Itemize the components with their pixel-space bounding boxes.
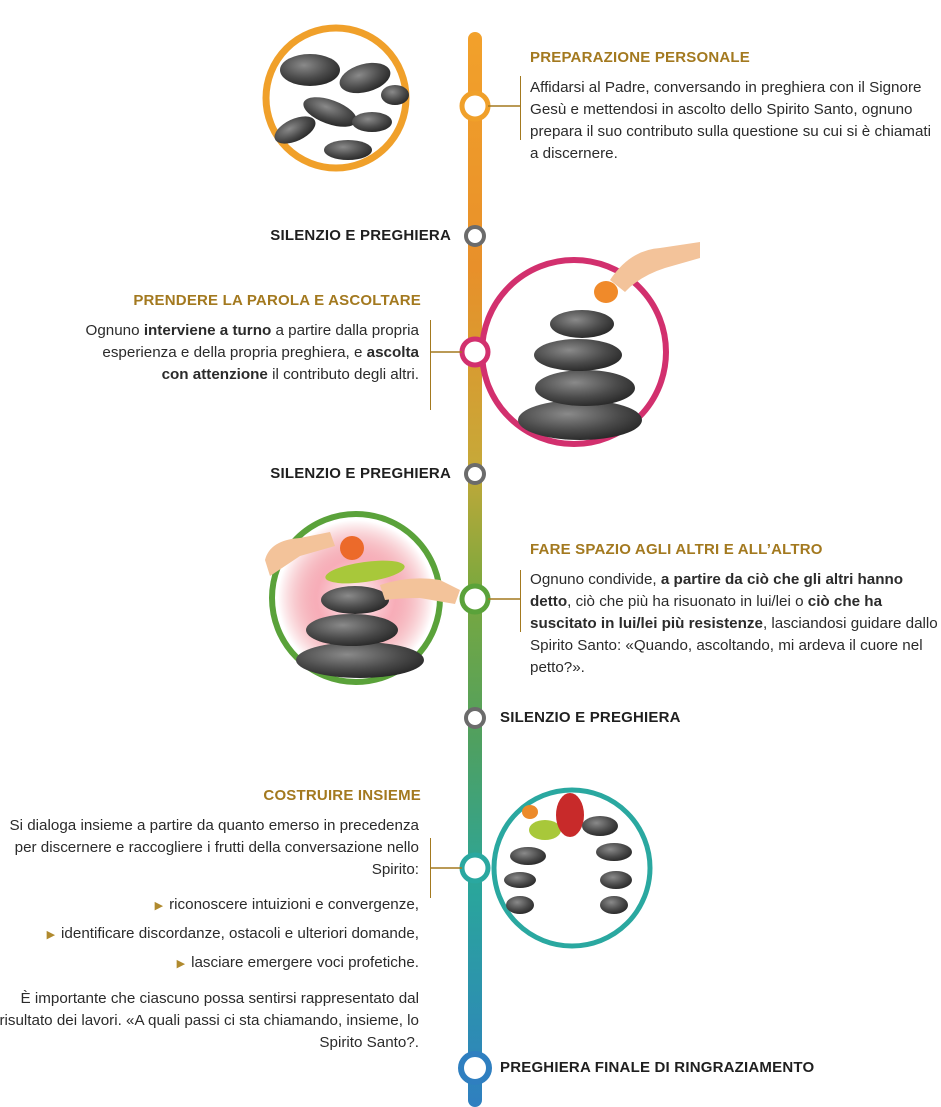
bracket-step-3	[520, 570, 527, 632]
silence-label-3: SILENZIO E PREGHIERA	[500, 709, 681, 726]
step-1-body: Affidarsi al Padre, conversando in pregh…	[530, 79, 932, 162]
stones-stack-illustration-2	[479, 242, 700, 447]
triangle-bullet-icon: ▶	[154, 900, 164, 912]
node-silence-1	[464, 225, 486, 247]
bullet-1: ▶riconoscere intuizioni e convergenze,	[154, 896, 419, 913]
node-step-4	[459, 852, 491, 884]
step-3-body: Ognuno condivide, a partire da ciò che g…	[530, 571, 938, 676]
triangle-bullet-icon: ▶	[176, 958, 186, 970]
step-1-title: PREPARAZIONE PERSONALE	[530, 49, 750, 66]
step-4-title: COSTRUIRE INSIEME	[263, 787, 421, 804]
stones-ring-illustration-1	[262, 24, 410, 172]
node-final	[458, 1051, 492, 1085]
node-silence-3	[464, 707, 486, 729]
step-3-title: FARE SPAZIO AGLI ALTRI E ALL’ALTRO	[530, 541, 823, 558]
silence-label-2: SILENZIO E PREGHIERA	[270, 465, 451, 482]
bracket-step-2	[424, 320, 431, 410]
step-4-closing: È importante che ciascuno possa sentirsi…	[0, 990, 419, 1051]
step-2-body: Ognuno interviene a turno a partire dall…	[85, 322, 419, 383]
bracket-step-4	[424, 838, 431, 898]
step-2-title: PRENDERE LA PAROLA E ASCOLTARE	[133, 292, 421, 309]
step-4-bullets: ▶riconoscere intuizioni e convergenze, ▶…	[0, 891, 419, 978]
node-step-1	[459, 90, 491, 122]
node-silence-2	[464, 463, 486, 485]
timeline-line	[468, 32, 482, 1107]
stones-arch-illustration-4	[491, 787, 653, 949]
node-step-2	[459, 336, 491, 368]
step-4-intro: Si dialoga insieme a partire da quanto e…	[9, 817, 419, 878]
step-4-body: Si dialoga insieme a partire da quanto e…	[0, 815, 419, 1054]
final-label: PREGHIERA FINALE DI RINGRAZIAMENTO	[500, 1059, 815, 1076]
silence-label-1: SILENZIO E PREGHIERA	[270, 227, 451, 244]
bracket-step-1	[520, 76, 527, 140]
node-step-3	[459, 583, 491, 615]
triangle-bullet-icon: ▶	[46, 929, 56, 941]
stones-burst-illustration-3	[265, 511, 460, 685]
bullet-2-3: ▶identificare discordanze, ostacoli e ul…	[46, 925, 419, 971]
